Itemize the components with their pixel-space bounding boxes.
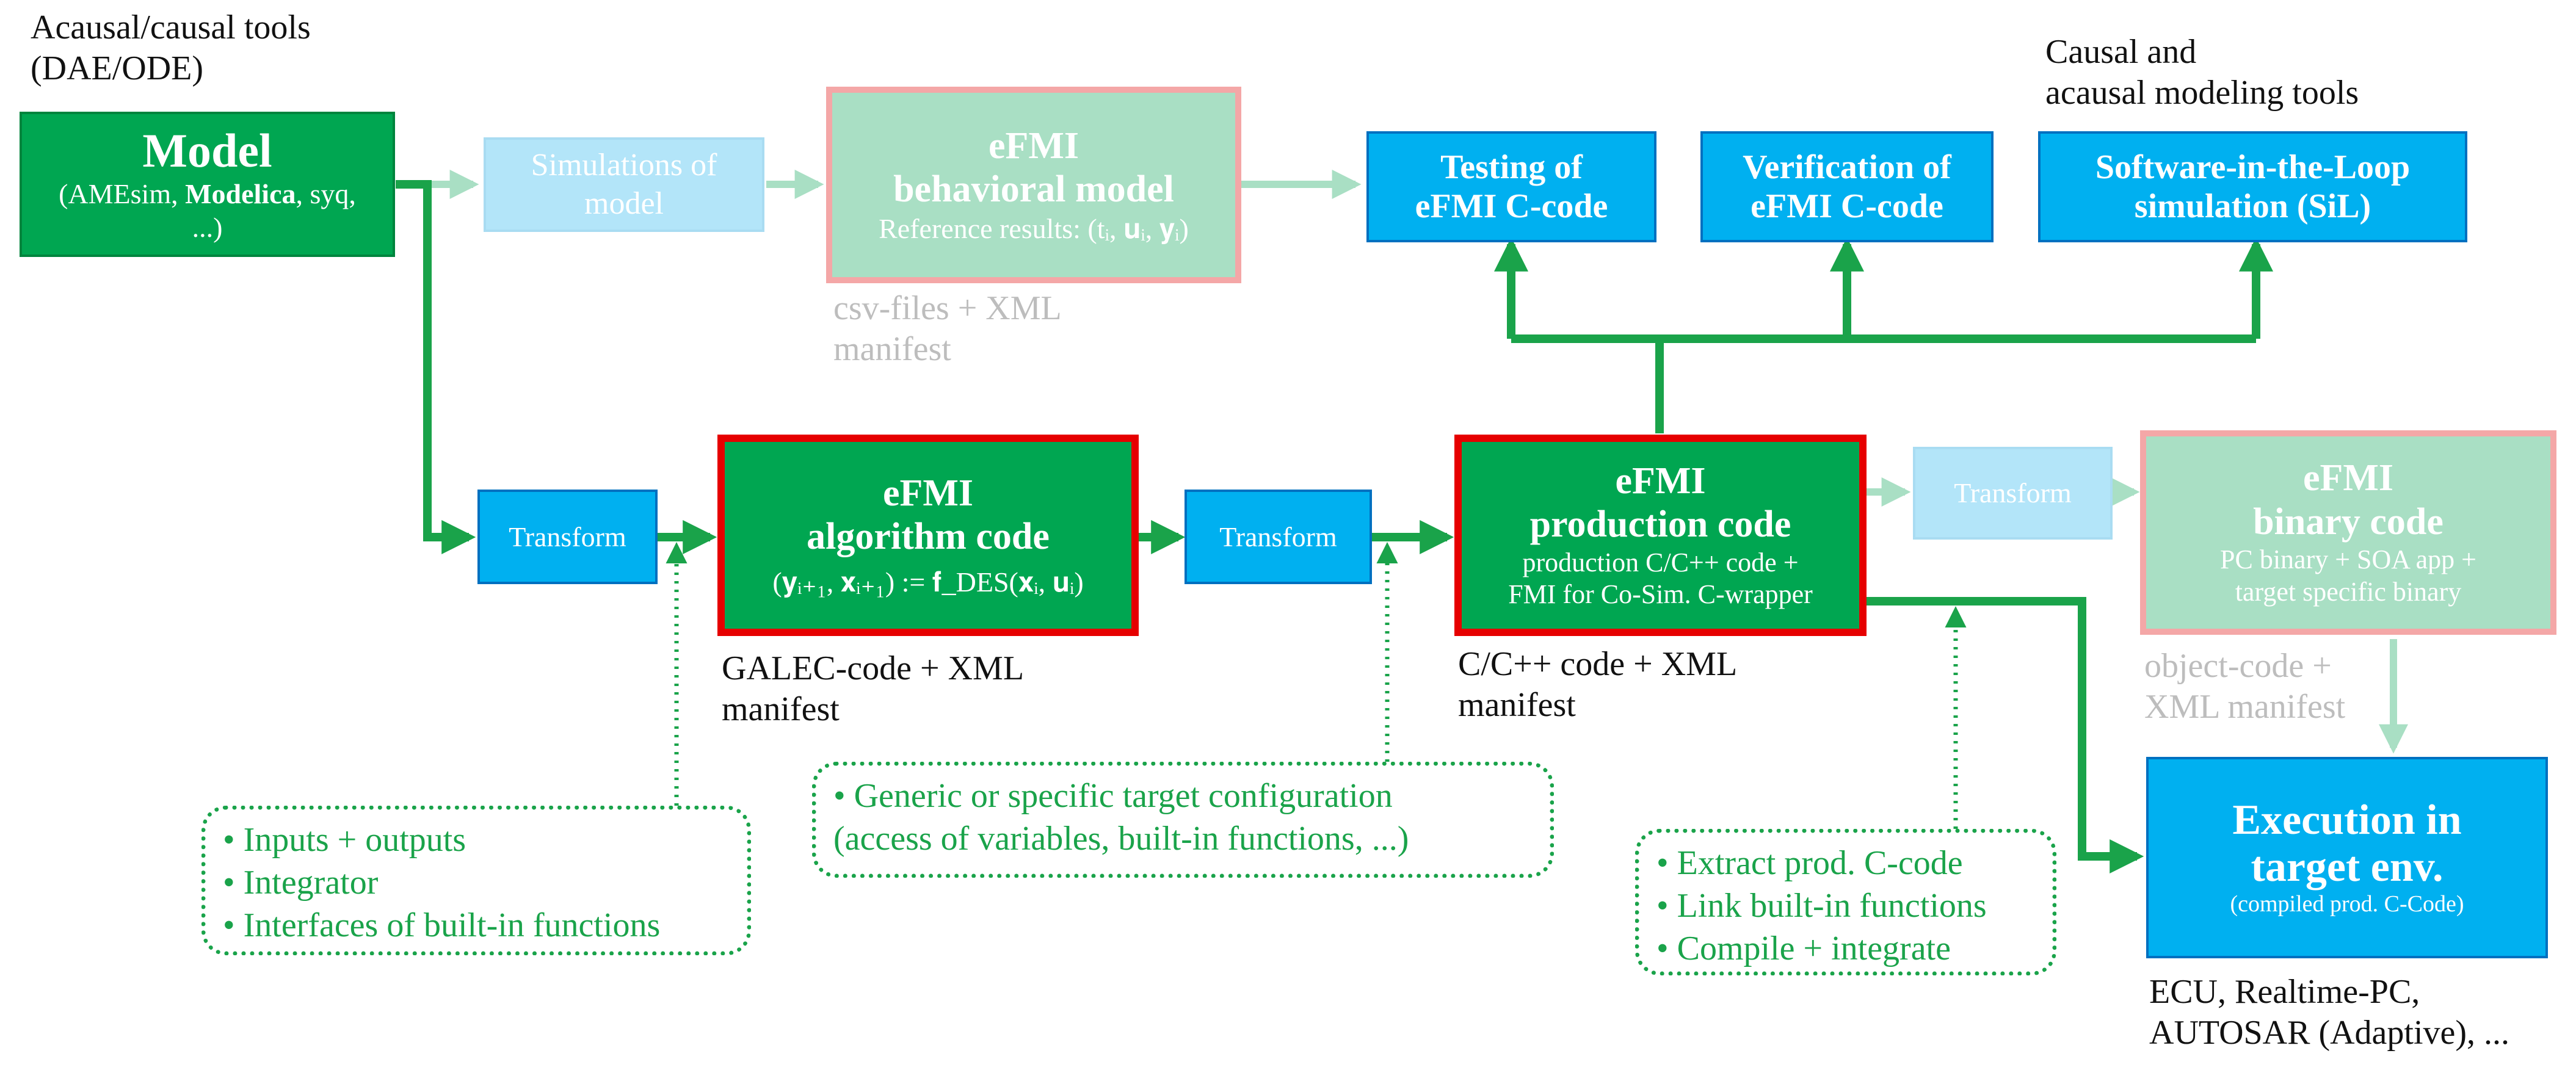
solid-arrows xyxy=(396,180,2273,873)
production-caption-line1: C/C++ code + XML xyxy=(1458,645,1738,683)
top-left-label-line1: Acausal/causal tools xyxy=(31,9,311,46)
production-line2: production code xyxy=(1529,504,1791,546)
execution-caption-line1: ECU, Realtime-PC, xyxy=(2149,973,2420,1011)
execution-caption-line2: AUTOSAR (Adaptive), ... xyxy=(2149,1014,2510,1052)
execution-box[interactable]: Execution in target env. (compiled prod.… xyxy=(2146,757,2548,958)
execution-caption: ECU, Realtime-PC, AUTOSAR (Adaptive), ..… xyxy=(2149,972,2509,1054)
behavioral-line2: behavioral model xyxy=(893,168,1174,211)
verification-line2: eFMI C-code xyxy=(1751,187,1943,225)
binary-line1: eFMI xyxy=(2302,457,2394,499)
transform2-box[interactable]: Transform xyxy=(1185,490,1372,584)
algorithm-caption: GALEC-code + XML manifest xyxy=(722,648,1024,730)
production-line4: FMI for Co-Sim. C-wrapper xyxy=(1508,579,1813,610)
transform3-box[interactable]: Transform xyxy=(1913,447,2113,540)
algorithm-code-box[interactable]: eFMI algorithm code (𝐲ᵢ₊₁, 𝐱ᵢ₊₁) := 𝐟_DE… xyxy=(717,435,1139,636)
note3-item3: • Compile + integrate xyxy=(1656,930,1951,967)
transform1-box[interactable]: Transform xyxy=(477,490,658,584)
production-caption-line2: manifest xyxy=(1458,686,1576,725)
top-left-label-line2: (DAE/ODE) xyxy=(31,49,204,88)
note2-item1: • Generic or specific target configurati… xyxy=(833,777,1393,815)
note1-item3: • Interfaces of built-in functions xyxy=(223,906,661,944)
arrow-model-to-transform1 xyxy=(396,180,476,554)
production-code-box[interactable]: eFMI production code production C/C++ co… xyxy=(1454,435,1867,636)
simulations-line1: Simulations of xyxy=(531,148,717,183)
note-compile-steps: • Extract prod. C-code • Link built-in f… xyxy=(1635,829,2056,975)
algorithm-caption-line2: manifest xyxy=(722,690,840,729)
model-subtitle-line2: ...) xyxy=(192,211,223,243)
model-subtitle: (AMEsim, Modelica, syq, xyxy=(59,177,356,211)
sil-box[interactable]: Software-in-the-Loop simulation (SiL) xyxy=(2038,131,2467,242)
execution-line1: Execution in xyxy=(2232,797,2462,844)
simulations-box[interactable]: Simulations of model xyxy=(484,137,764,232)
testing-line2: eFMI C-code xyxy=(1415,187,1608,225)
behavioral-caption-line1: csv-files + XML xyxy=(833,289,1062,327)
binary-caption-line2: XML manifest xyxy=(2144,688,2346,726)
production-line1: eFMI xyxy=(1615,460,1706,502)
algorithm-caption-line1: GALEC-code + XML xyxy=(722,649,1025,687)
production-caption: C/C++ code + XML manifest xyxy=(1458,644,1737,726)
behavioral-model-box[interactable]: eFMI behavioral model Reference results:… xyxy=(826,87,1241,283)
top-left-label: Acausal/causal tools (DAE/ODE) xyxy=(31,7,311,89)
algorithm-line1: eFMI xyxy=(882,472,974,515)
algorithm-line2: algorithm code xyxy=(807,516,1050,558)
transform3-label: Transform xyxy=(1954,477,2072,509)
behavioral-caption: csv-files + XML manifest xyxy=(833,288,1062,370)
verification-box[interactable]: Verification of eFMI C-code xyxy=(1700,131,1994,242)
production-line3: production C/C++ code + xyxy=(1522,547,1799,577)
dotted-arrows xyxy=(666,542,1967,829)
binary-code-box[interactable]: eFMI binary code PC binary + SOA app + t… xyxy=(2140,430,2556,635)
model-subtitle-bold: Modelica xyxy=(185,178,296,209)
transform1-label: Transform xyxy=(509,521,626,552)
binary-line2: binary code xyxy=(2253,501,2444,543)
faded-arrows xyxy=(396,170,2408,754)
note-transform-inputs: • Inputs + outputs • Integrator • Interf… xyxy=(201,806,751,955)
algorithm-formula: (𝐲ᵢ₊₁, 𝐱ᵢ₊₁) := 𝐟_DES(𝐱ᵢ, 𝐮ᵢ) xyxy=(772,566,1084,598)
note3-item1: • Extract prod. C-code xyxy=(1656,844,1963,882)
binary-line3: PC binary + SOA app + xyxy=(2220,544,2476,574)
testing-box[interactable]: Testing of eFMI C-code xyxy=(1366,131,1656,242)
verification-line1: Verification of xyxy=(1743,148,1951,186)
note1-item1: • Inputs + outputs xyxy=(223,821,466,859)
binary-caption: object-code + XML manifest xyxy=(2144,646,2345,728)
execution-line3: (compiled prod. C-Code) xyxy=(2230,891,2464,917)
arrow-production-to-execution xyxy=(1867,597,2144,873)
model-title: Model xyxy=(142,123,272,177)
top-right-label: Causal and acausal modeling tools xyxy=(2045,32,2359,114)
sil-line1: Software-in-the-Loop xyxy=(2095,148,2411,186)
top-right-label-line2: acausal modeling tools xyxy=(2045,74,2359,112)
note3-item2: • Link built-in functions xyxy=(1656,887,1987,925)
binary-line4: target specific binary xyxy=(2235,576,2462,607)
simulations-line2: model xyxy=(584,186,664,221)
behavioral-caption-line2: manifest xyxy=(833,330,951,369)
binary-caption-line1: object-code + xyxy=(2144,647,2332,685)
note1-item2: • Integrator xyxy=(223,864,379,902)
sil-line2: simulation (SiL) xyxy=(2134,187,2371,225)
note-target-configuration: • Generic or specific target configurati… xyxy=(812,762,1554,878)
execution-line2: target env. xyxy=(2251,844,2444,891)
model-box[interactable]: Model (AMEsim, Modelica, syq, ...) xyxy=(20,112,395,257)
transform2-label: Transform xyxy=(1219,521,1337,552)
top-right-label-line1: Causal and xyxy=(2045,33,2197,71)
model-subtitle-post: , syq, xyxy=(296,178,356,209)
behavioral-formula: Reference results: (tᵢ, 𝐮ᵢ, 𝐲ᵢ) xyxy=(879,212,1189,244)
note2-item2: (access of variables, built-in functions… xyxy=(833,820,1409,858)
model-subtitle-pre: (AMEsim, xyxy=(59,178,186,209)
behavioral-line1: eFMI xyxy=(988,125,1079,167)
testing-line1: Testing of xyxy=(1440,148,1583,186)
